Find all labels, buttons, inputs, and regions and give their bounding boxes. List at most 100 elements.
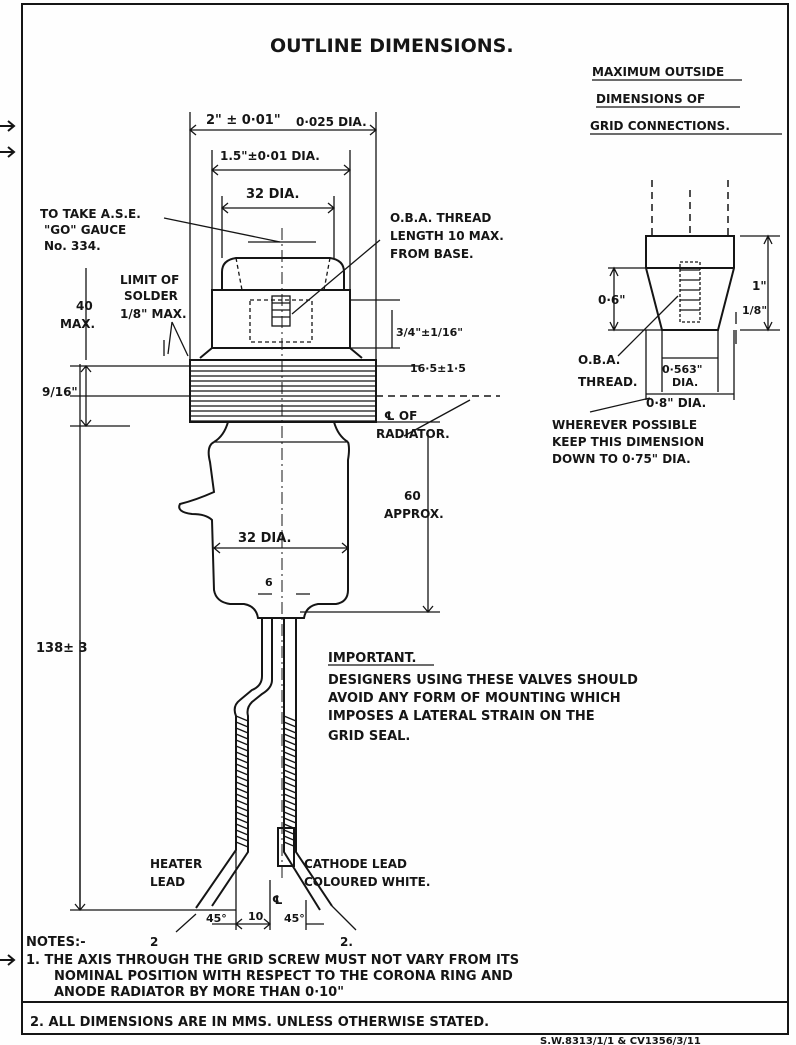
braid-strand bbox=[283, 727, 297, 734]
important-line-3: IMPOSES A LATERAL STRAIN ON THE bbox=[328, 709, 595, 724]
braid-strand bbox=[283, 793, 297, 800]
dim-138: 138± 3 bbox=[36, 641, 88, 656]
braid-strand bbox=[235, 739, 249, 746]
braid-strand bbox=[235, 799, 249, 806]
braid-strand bbox=[283, 715, 297, 722]
braid-strand bbox=[235, 841, 249, 848]
braid-strand bbox=[235, 715, 249, 722]
important-line-2: AVOID ANY FORM OF MOUNTING WHICH bbox=[328, 691, 621, 706]
important-line-1: DESIGNERS USING THESE VALVES SHOULD bbox=[328, 673, 638, 688]
grid-oba-label: O.B.A. bbox=[578, 353, 620, 367]
braid-strand bbox=[235, 745, 249, 752]
braid-strand bbox=[235, 751, 249, 758]
braid-strand bbox=[283, 781, 297, 788]
grid-dim-1in: 1" bbox=[752, 279, 767, 293]
dim-32-dia-mid: 32 DIA. bbox=[238, 531, 292, 546]
grid-heading-2: DIMENSIONS OF bbox=[596, 92, 705, 106]
braid-strand bbox=[235, 757, 249, 764]
margin-arrow bbox=[0, 120, 16, 132]
dim-1-5-dia: 1.5"±0·01 DIA. bbox=[220, 149, 320, 163]
dim-9-16: 9/16" bbox=[42, 385, 78, 399]
dim-40: 40 bbox=[76, 299, 93, 313]
braid-strand bbox=[283, 829, 297, 836]
braid-strand bbox=[235, 733, 249, 740]
border-frame bbox=[21, 3, 789, 1035]
radiator-label-2: RADIATOR. bbox=[376, 427, 450, 441]
heater-label-2: LEAD bbox=[150, 875, 185, 889]
grid-note-3: DOWN TO 0·75" DIA. bbox=[552, 452, 691, 466]
grid-connection-detail bbox=[589, 180, 780, 413]
centre-line-mark: ℄ bbox=[272, 893, 283, 907]
braid-strand bbox=[283, 835, 297, 842]
cathode-label-1: CATHODE LEAD bbox=[304, 857, 407, 871]
grid-note-2: KEEP THIS DIMENSION bbox=[552, 435, 704, 449]
dim-6: 6 bbox=[265, 576, 273, 589]
note-1-line-1: 1. THE AXIS THROUGH THE GRID SCREW MUST … bbox=[26, 953, 519, 968]
braid-strand bbox=[235, 817, 249, 824]
braid-strand bbox=[283, 775, 297, 782]
lead-braid bbox=[235, 715, 297, 848]
braid-strand bbox=[283, 811, 297, 818]
grid-note-1: WHEREVER POSSIBLE bbox=[552, 418, 697, 432]
braid-strand bbox=[235, 811, 249, 818]
grid-heading-3: GRID CONNECTIONS. bbox=[590, 119, 730, 133]
oba-thread-3: FROM BASE. bbox=[390, 247, 474, 261]
braid-strand bbox=[235, 787, 249, 794]
braid-strand bbox=[283, 757, 297, 764]
braid-strand bbox=[235, 835, 249, 842]
braid-strand bbox=[235, 775, 249, 782]
oba-thread-2: LENGTH 10 MAX. bbox=[390, 229, 504, 243]
solder-label-2: SOLDER bbox=[124, 289, 178, 303]
solder-label-1: LIMIT OF bbox=[120, 273, 179, 287]
braid-strand bbox=[283, 763, 297, 770]
braid-strand bbox=[283, 805, 297, 812]
braid-strand bbox=[283, 721, 297, 728]
grid-heading-1: MAXIMUM OUTSIDE bbox=[592, 65, 724, 79]
valve-outline bbox=[178, 228, 377, 911]
margin-arrow bbox=[0, 146, 16, 158]
braid-strand bbox=[283, 751, 297, 758]
note-1-line-3: ANODE RADIATOR BY MORE THAN 0·10" bbox=[54, 985, 344, 1000]
dim-2-left: 2 bbox=[150, 935, 158, 949]
braid-strand bbox=[235, 829, 249, 836]
grid-dim-0563: 0·563" bbox=[662, 363, 703, 376]
drawing-reference: S.W.8313/1/1 & CV1356/3/11 bbox=[540, 1036, 701, 1045]
important-heading: IMPORTANT. bbox=[328, 651, 416, 666]
dim-40-max: MAX. bbox=[60, 317, 95, 331]
dim-60-approx: APPROX. bbox=[384, 507, 444, 521]
dim-16-5: 16·5±1·5 bbox=[410, 362, 466, 375]
grid-thread-label: THREAD. bbox=[578, 375, 637, 389]
braid-strand bbox=[235, 793, 249, 800]
grid-dim-1-8: 1/8" bbox=[742, 304, 767, 317]
radiator-fins bbox=[190, 365, 376, 422]
radiator-label-1: ℄ OF bbox=[384, 409, 417, 423]
braid-strand bbox=[283, 799, 297, 806]
heater-label-1: HEATER bbox=[150, 857, 202, 871]
dim-10: 10 bbox=[248, 910, 264, 923]
note-2: 2. ALL DIMENSIONS ARE IN MMS. UNLESS OTH… bbox=[30, 1015, 489, 1030]
braid-strand bbox=[235, 823, 249, 830]
dim-32-dia-top: 32 DIA. bbox=[246, 187, 300, 202]
braid-strand bbox=[283, 823, 297, 830]
gauge-note-1: TO TAKE A.S.E. bbox=[40, 207, 141, 221]
braid-strand bbox=[235, 763, 249, 770]
solder-label-3: 1/8" MAX. bbox=[120, 307, 187, 321]
braid-strand bbox=[283, 769, 297, 776]
braid-strand bbox=[235, 769, 249, 776]
margin-arrow bbox=[0, 954, 16, 966]
braid-strand bbox=[283, 739, 297, 746]
braid-strand bbox=[283, 817, 297, 824]
dim-60: 60 bbox=[404, 489, 421, 503]
braid-strand bbox=[235, 805, 249, 812]
oba-thread-1: O.B.A. THREAD bbox=[390, 211, 491, 225]
dim-45-left: 45° bbox=[206, 912, 227, 925]
grid-dim-08: 0·8" DIA. bbox=[646, 396, 706, 410]
important-line-4: GRID SEAL. bbox=[328, 729, 410, 744]
braid-strand bbox=[235, 727, 249, 734]
braid-strand bbox=[283, 745, 297, 752]
braid-strand bbox=[235, 721, 249, 728]
dim-2-right: 2. bbox=[340, 935, 353, 949]
gauge-note-3: No. 334. bbox=[44, 239, 101, 253]
